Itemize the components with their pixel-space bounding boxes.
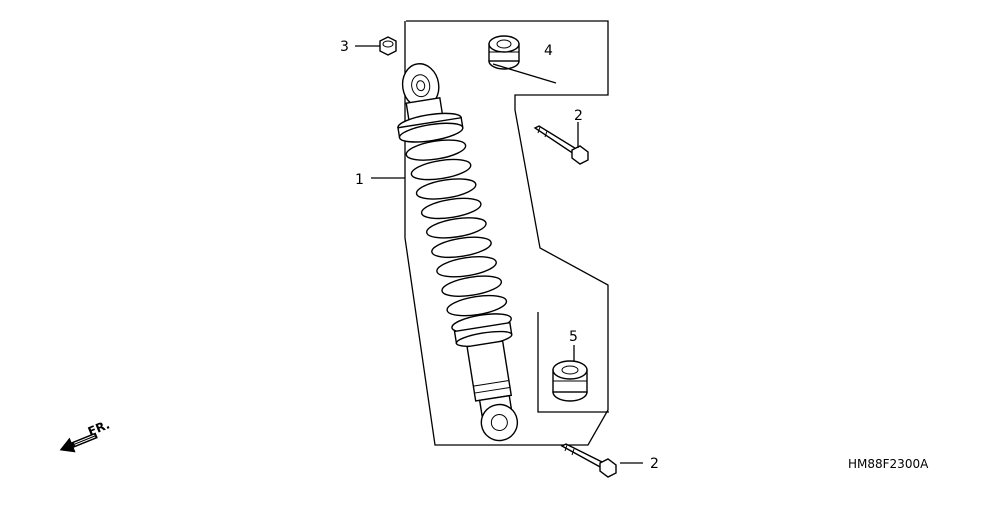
nut xyxy=(379,36,397,56)
front-arrow-icon xyxy=(59,432,98,453)
callout-4: 4 xyxy=(544,43,553,59)
upper-bolt xyxy=(533,125,589,165)
shock-absorber xyxy=(397,63,519,442)
callout-1: 1 xyxy=(355,172,364,188)
assembly-bracket-outline xyxy=(404,20,609,446)
callout-5: 5 xyxy=(569,329,578,345)
front-label: FR. xyxy=(86,417,112,438)
callout-2-lower: 2 xyxy=(650,456,659,472)
callout-2-upper: 2 xyxy=(574,108,583,124)
front-direction-indicator: FR. xyxy=(59,417,112,453)
drawing-code: HM88F2300A xyxy=(848,457,929,471)
callout-labels: 1 2 2 3 4 5 xyxy=(340,39,659,472)
callout-3: 3 xyxy=(340,39,349,55)
leader-lines xyxy=(355,45,643,464)
lower-bushing xyxy=(552,360,588,402)
lower-bolt xyxy=(560,443,617,478)
